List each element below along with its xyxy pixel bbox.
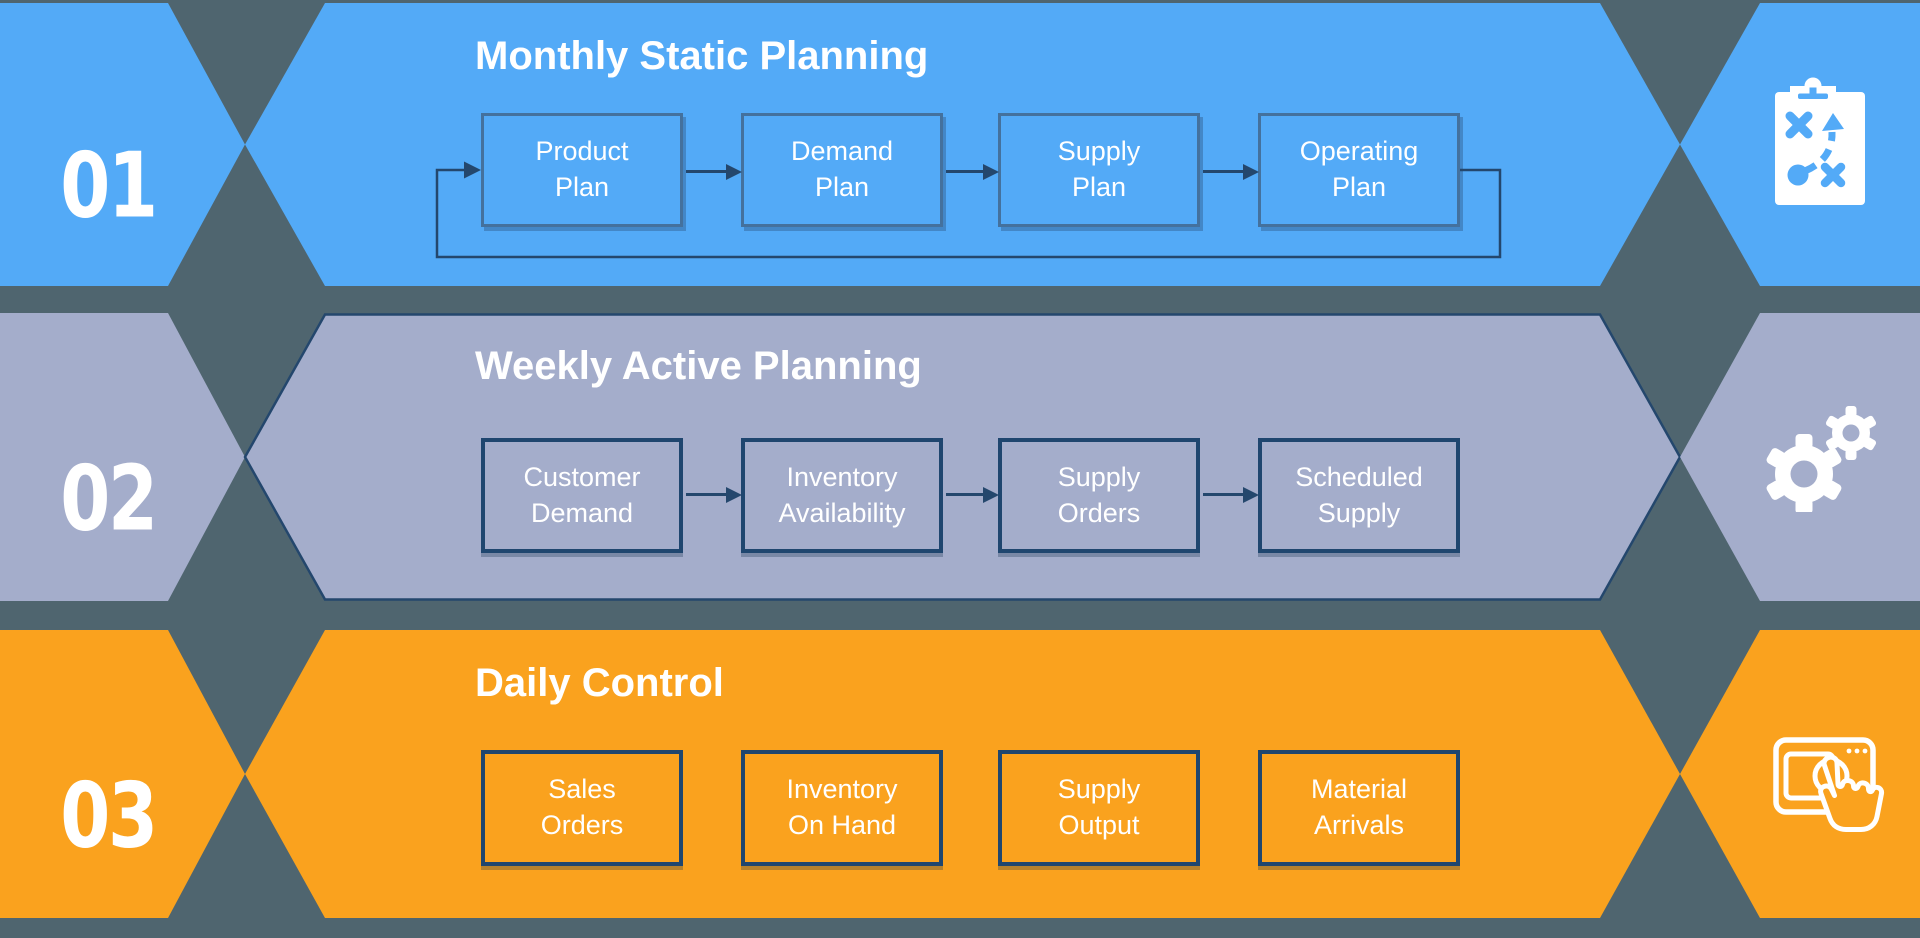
row-background-shapes xyxy=(0,313,1920,601)
flow-box-inventory-on-hand: Inventory On Hand xyxy=(741,750,943,866)
box-line: Demand xyxy=(530,497,634,528)
box-line: Demand xyxy=(790,136,894,167)
box-line: On Hand xyxy=(787,810,897,840)
box-line: Operating xyxy=(1299,136,1419,167)
icon-block-shape xyxy=(1680,630,1920,918)
number-block-shape xyxy=(0,313,245,601)
flow-arrow-icon xyxy=(686,486,742,503)
banner-shape xyxy=(245,3,1680,286)
box-line: Orders xyxy=(540,810,624,840)
row-background-shapes xyxy=(0,3,1920,286)
box-line: Customer xyxy=(523,461,641,492)
flow-arrow-icon xyxy=(946,486,999,503)
step-number: 02 xyxy=(60,446,158,552)
flow-box-sales-orders: Sales Orders xyxy=(481,750,683,866)
step-number: 01 xyxy=(60,133,158,239)
banner-shape xyxy=(243,313,1682,601)
box-line: Arrivals xyxy=(1313,810,1404,840)
row-title: Weekly Active Planning xyxy=(475,344,922,388)
flow-box-material-arrivals: Material Arrivals xyxy=(1258,750,1460,866)
row-weekly-active-planning: 02 Weekly Active Planning Customer Deman… xyxy=(0,313,1920,601)
flow-box-product-plan: Product Plan xyxy=(481,113,683,227)
flow-arrow-icon xyxy=(686,163,742,180)
flow-box-scheduled-supply: Scheduled Supply xyxy=(1258,438,1460,553)
touch-screen-icon xyxy=(1773,737,1885,832)
box-line: Plan xyxy=(554,172,610,202)
box-line: Supply xyxy=(1317,497,1401,528)
flow-arrow-icon xyxy=(1203,486,1259,503)
box-line: Inventory xyxy=(786,461,898,492)
box-line: Availability xyxy=(778,497,906,528)
row-monthly-static-planning: 01 Monthly Static Planning Product Plan … xyxy=(0,3,1920,286)
row-daily-control: 03 Daily Control Sales Orders Inventory … xyxy=(0,630,1920,918)
row-title: Monthly Static Planning xyxy=(475,34,929,78)
box-line: Supply xyxy=(1057,136,1141,167)
box-line: Product xyxy=(535,136,629,167)
row-title: Daily Control xyxy=(475,661,724,705)
box-line: Output xyxy=(1058,810,1140,840)
box-line: Plan xyxy=(814,172,870,202)
gears-icon xyxy=(1766,406,1876,512)
flow-box-supply-output: Supply Output xyxy=(998,750,1200,866)
flow-box-inventory-availability: Inventory Availability xyxy=(741,438,943,553)
flow-box-demand-plan: Demand Plan xyxy=(741,113,943,227)
number-block-shape xyxy=(0,3,245,286)
banner-shape xyxy=(245,630,1680,918)
flow-box-operating-plan: Operating Plan xyxy=(1258,113,1460,227)
flow-box-customer-demand: Customer Demand xyxy=(481,438,683,553)
box-line: Inventory xyxy=(786,774,898,805)
flow-box-supply-plan: Supply Plan xyxy=(998,113,1200,227)
box-line: Plan xyxy=(1331,172,1387,202)
step-number: 03 xyxy=(60,763,158,869)
row-background-shapes xyxy=(0,630,1920,918)
flow-arrow-icon xyxy=(1203,163,1259,180)
number-block-shape xyxy=(0,630,245,918)
strategy-clipboard-icon xyxy=(1775,77,1865,205)
box-line: Supply xyxy=(1057,774,1141,805)
flow-arrow-icon xyxy=(946,163,999,180)
pointing-hand-shape xyxy=(1818,754,1885,832)
flow-box-supply-orders: Supply Orders xyxy=(998,438,1200,553)
box-line: Orders xyxy=(1057,497,1141,528)
box-line: Plan xyxy=(1071,172,1127,202)
box-line: Supply xyxy=(1057,461,1141,492)
box-line: Scheduled xyxy=(1295,461,1423,492)
box-line: Sales xyxy=(548,774,616,805)
box-line: Material xyxy=(1310,774,1408,805)
